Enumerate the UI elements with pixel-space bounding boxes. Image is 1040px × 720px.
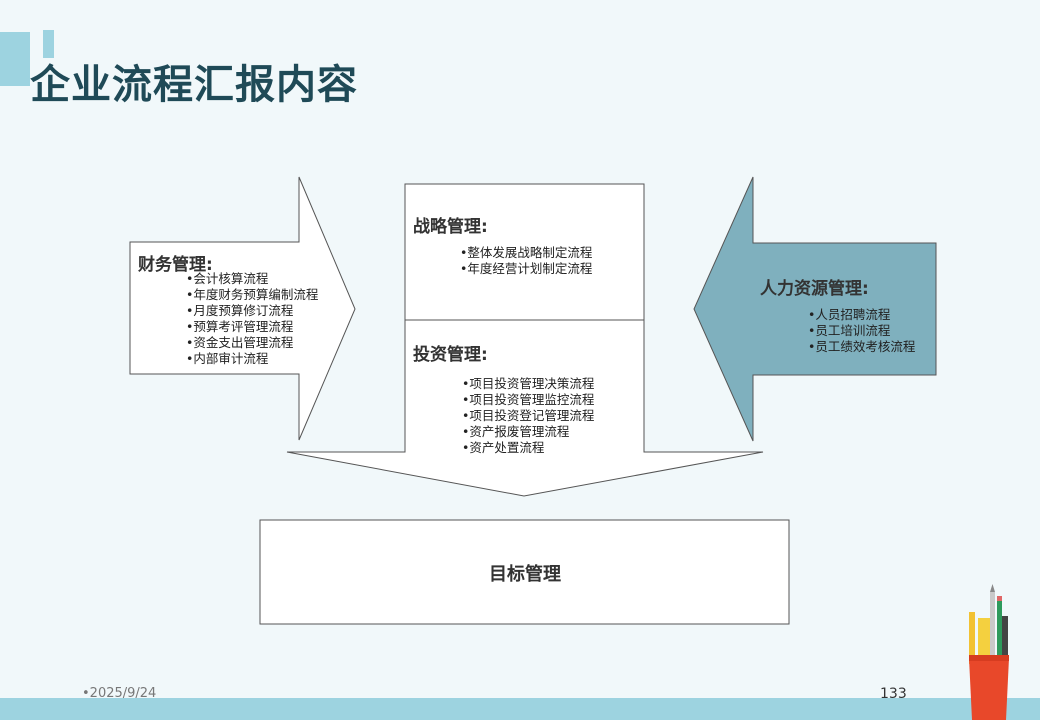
page-title: 企业流程汇报内容 xyxy=(30,62,358,108)
hr-title: 人力资源管理: xyxy=(760,279,869,299)
title-accent-block xyxy=(0,32,30,86)
finance-item: •会计核算流程 xyxy=(186,271,269,286)
investment-items: •项目投资管理决策流程 •项目投资管理监控流程 •项目投资登记管理流程 •资产报… xyxy=(462,376,594,456)
finance-item: •月度预算修订流程 xyxy=(186,303,294,318)
footer-band xyxy=(0,698,1040,720)
hr-arrow xyxy=(693,176,937,442)
page-number: 133 xyxy=(880,686,907,702)
goal-box xyxy=(259,519,790,625)
strategy-items: •整体发展战略制定流程 •年度经营计划制定流程 xyxy=(460,245,592,277)
hr-item: •人员招聘流程 xyxy=(808,307,891,322)
pencil-cup-illustration xyxy=(969,584,1009,720)
investment-item: •资产处置流程 xyxy=(462,440,545,455)
finance-item: •年度财务预算编制流程 xyxy=(186,287,319,302)
footer-date: •2025/9/24 xyxy=(82,686,157,701)
strategy-title: 战略管理: xyxy=(413,217,488,237)
investment-item: •项目投资管理监控流程 xyxy=(462,392,595,407)
goal-title: 目标管理 xyxy=(489,564,561,585)
hr-items: •人员招聘流程 •员工培训流程 •员工绩效考核流程 xyxy=(808,307,915,355)
title-accent-bar xyxy=(43,30,54,58)
investment-item: •项目投资管理决策流程 xyxy=(462,376,595,391)
investment-item: •项目投资登记管理流程 xyxy=(462,408,595,423)
finance-items: •会计核算流程 •年度财务预算编制流程 •月度预算修订流程 •预算考评管理流程 … xyxy=(186,271,318,367)
hr-item: •员工绩效考核流程 xyxy=(808,339,916,354)
strategy-item: •年度经营计划制定流程 xyxy=(460,261,593,276)
footer-date-text: 2025/9/24 xyxy=(89,686,157,701)
hr-item: •员工培训流程 xyxy=(808,323,891,338)
investment-arrow xyxy=(286,319,764,497)
finance-item: •预算考评管理流程 xyxy=(186,319,294,334)
investment-item: •资产报废管理流程 xyxy=(462,424,570,439)
finance-item: •内部审计流程 xyxy=(186,351,269,366)
investment-title: 投资管理: xyxy=(413,345,488,365)
strategy-item: •整体发展战略制定流程 xyxy=(460,245,593,260)
finance-item: •资金支出管理流程 xyxy=(186,335,294,350)
finance-arrow xyxy=(129,176,356,441)
finance-title: 财务管理: xyxy=(138,255,213,275)
